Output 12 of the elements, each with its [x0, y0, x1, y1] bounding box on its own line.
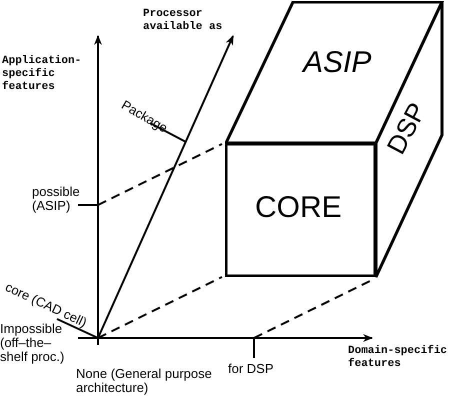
axis-tick-label: Impossible (off–the–shelf proc.) [0, 322, 64, 364]
cube-front-face [225, 143, 376, 277]
axis-title: Application-specific features [2, 55, 82, 94]
face-label: ASIP [303, 46, 372, 80]
face-label: CORE [255, 191, 342, 225]
axis-tick-label: possible (ASIP) [32, 185, 78, 213]
axis-tick-label: None (General purpose architecture) [76, 367, 213, 395]
axis-title: Processor available as [143, 8, 224, 34]
axis-title: Domain-specific features [348, 345, 448, 371]
cube-side-face [374, 1, 445, 279]
axis-tick-label: for DSP [228, 362, 275, 376]
face-label: DSP [380, 98, 433, 160]
